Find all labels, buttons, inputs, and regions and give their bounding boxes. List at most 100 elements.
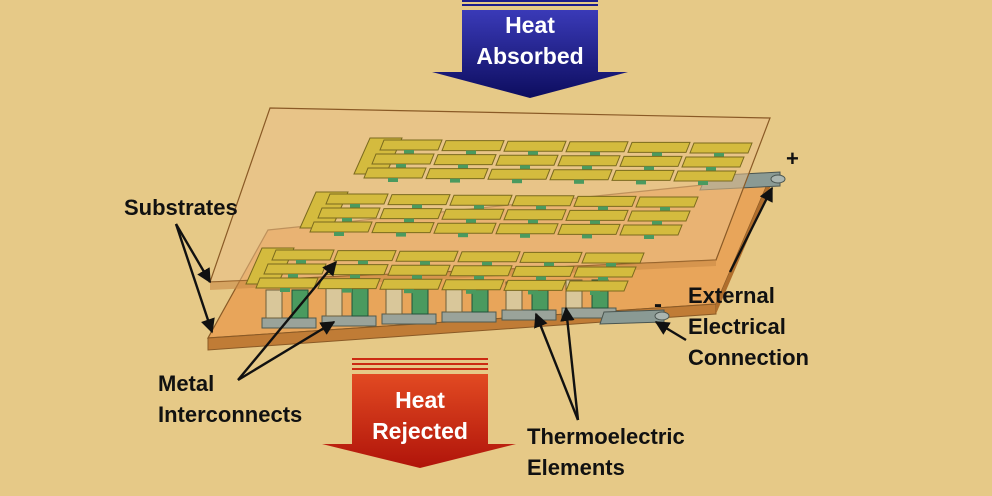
top-interconnect	[619, 155, 683, 167]
top-interconnect	[611, 169, 675, 181]
top-interconnect	[255, 277, 319, 289]
bottom-interconnect-row	[261, 307, 617, 329]
top-interconnect	[433, 154, 497, 166]
heat-absorbed-line2: Absorbed	[476, 43, 584, 69]
element-tip	[404, 289, 414, 294]
pointer-top-substrate	[174, 223, 212, 284]
top-interconnect	[379, 139, 443, 151]
element-tip	[590, 291, 600, 295]
top-interconnect	[333, 250, 397, 262]
element-tip	[466, 289, 476, 294]
element-tip	[582, 234, 592, 239]
element-tip	[280, 288, 290, 292]
top-interconnect	[495, 154, 559, 166]
negative-terminal-symbol: -	[654, 291, 662, 318]
top-interconnect	[449, 265, 513, 277]
pointer-negative-terminal	[654, 320, 687, 342]
top-interconnect-array	[245, 137, 753, 295]
metal-interconnects-line2: Interconnects	[158, 402, 303, 427]
element-tip	[636, 180, 646, 185]
heat-rejected-line2: Rejected	[372, 418, 468, 444]
top-interconnect	[371, 153, 435, 165]
heat-absorbed-label: Heat Absorbed	[462, 10, 598, 72]
top-interconnect	[271, 249, 335, 261]
element-tip	[644, 235, 654, 239]
top-interconnect	[325, 193, 389, 205]
top-interconnect	[557, 155, 621, 167]
element-tip	[598, 206, 608, 211]
top-interconnect	[627, 210, 691, 222]
top-interconnect	[503, 279, 567, 291]
top-interconnect	[395, 250, 459, 262]
element-tip	[334, 232, 344, 236]
element-tip	[450, 178, 460, 183]
external-connection-label: External Electrical Connection	[688, 280, 809, 373]
element-tip	[544, 262, 554, 267]
element-tip	[358, 260, 368, 265]
element-tip	[466, 219, 476, 224]
top-interconnect	[673, 170, 737, 182]
external-connection-line3: Connection	[688, 345, 809, 370]
element-tip	[598, 277, 608, 281]
element-tip	[466, 150, 476, 155]
top-interconnect	[503, 209, 567, 221]
pointer-element-left	[534, 312, 580, 421]
element-tip	[404, 218, 414, 223]
top-interconnect	[433, 222, 497, 234]
top-interconnect	[309, 221, 373, 233]
pointer-positive-terminal	[728, 186, 774, 273]
top-interconnect	[581, 252, 645, 264]
element-tip	[412, 275, 422, 280]
element-tip	[528, 151, 538, 156]
thermoelectric-element	[265, 289, 283, 319]
top-interconnect	[635, 196, 699, 208]
top-interconnect	[503, 140, 567, 152]
top-interconnect	[565, 280, 629, 292]
element-tip	[590, 220, 600, 225]
top-interconnect	[379, 208, 443, 220]
top-interconnect	[511, 265, 575, 277]
element-tip	[404, 150, 414, 154]
element-tip	[528, 290, 538, 295]
positive-terminal-symbol: +	[786, 146, 799, 171]
pointer-lines	[174, 186, 774, 421]
bottom-interconnect	[381, 313, 437, 325]
element-tip	[698, 181, 708, 185]
top-interconnect	[387, 264, 451, 276]
top-interconnect	[363, 167, 427, 179]
element-tip	[288, 274, 298, 278]
element-tip	[520, 233, 530, 238]
pointer-bottom-substrate	[174, 223, 215, 334]
element-tip	[296, 260, 306, 264]
thermoelectric-elements-line1: Thermoelectric	[527, 424, 685, 449]
element-tip	[388, 178, 398, 182]
top-interconnect	[495, 223, 559, 235]
element-tip	[512, 179, 522, 184]
top-interconnect	[565, 209, 629, 221]
top-interconnect	[371, 222, 435, 234]
element-tip	[474, 275, 484, 280]
element-tip	[420, 261, 430, 266]
top-interconnect	[441, 279, 505, 291]
top-interconnect	[263, 263, 327, 275]
thermoelectric-element	[385, 285, 403, 315]
bottom-interconnect	[321, 315, 377, 327]
top-interconnect	[619, 224, 683, 236]
element-tip	[342, 288, 352, 293]
thermoelectric-element	[325, 287, 343, 317]
top-interconnect	[549, 169, 613, 181]
thermoelectric-element	[351, 287, 369, 317]
top-interconnect	[511, 195, 575, 207]
heat-rejected-arrow	[322, 358, 516, 468]
element-tip	[582, 165, 592, 170]
thermoelectric-elements-label: Thermoelectric Elements	[527, 421, 685, 483]
external-connection-line1: External	[688, 283, 775, 308]
bottom-interconnect	[441, 311, 497, 323]
element-tip	[474, 205, 484, 210]
top-interconnect	[573, 195, 637, 207]
top-interconnect	[449, 194, 513, 206]
top-interconnect	[441, 140, 505, 152]
substrates-label: Substrates	[124, 195, 238, 220]
